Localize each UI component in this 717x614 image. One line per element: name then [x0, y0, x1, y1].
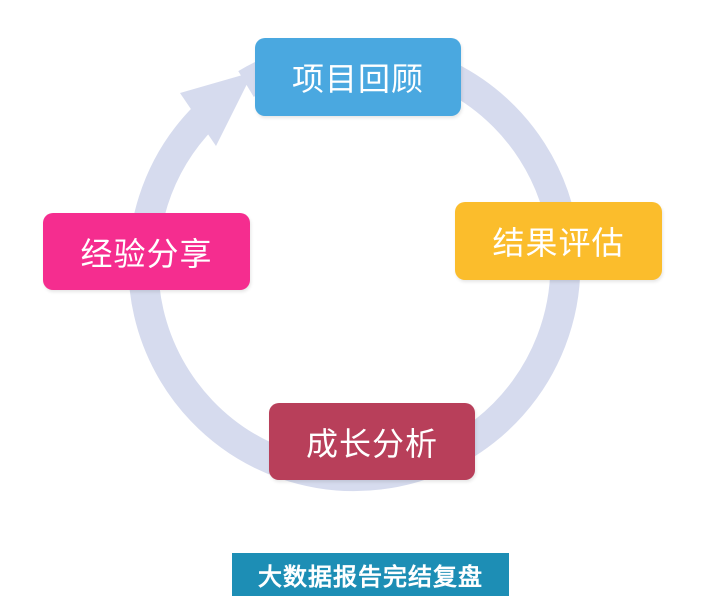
node-result-evaluation-label: 结果评估	[492, 224, 625, 262]
node-experience-sharing-label: 经验分享	[80, 234, 213, 273]
node-result-evaluation: 结果评估	[455, 202, 662, 280]
caption-banner: 大数据报告完结复盘	[232, 553, 509, 596]
cycle-arrowhead	[180, 72, 253, 146]
node-growth-analysis-label: 成长分析	[305, 424, 438, 463]
node-project-review-label: 项目回顾	[291, 60, 424, 98]
node-project-review: 项目回顾	[255, 38, 461, 116]
node-experience-sharing: 经验分享	[43, 213, 250, 290]
node-growth-analysis: 成长分析	[269, 403, 475, 480]
caption-text: 大数据报告完结复盘	[258, 563, 483, 591]
